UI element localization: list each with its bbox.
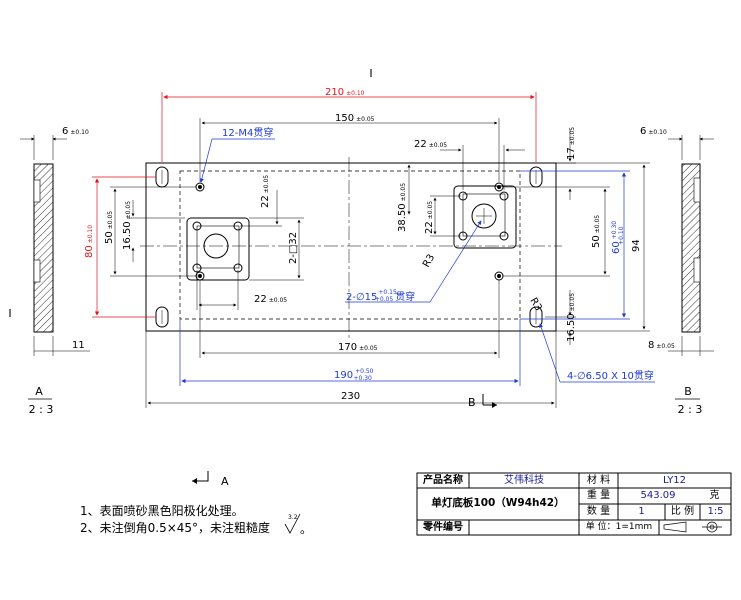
tb-part-no-label: 零件编号 — [423, 522, 463, 533]
dim-230: 230 — [341, 391, 360, 402]
slot-hole-bottom-left — [155, 306, 169, 328]
dim-1650-right-line — [545, 290, 576, 345]
svg-text:。: 。 — [300, 522, 312, 536]
dim-1650-right: 16.50±0.05 — [566, 293, 577, 342]
dim-1650-left: 16.50±0.05 — [122, 201, 133, 250]
roughness-symbol: 3.2 — [284, 513, 301, 534]
dim-6-left: 6±0.10 — [62, 126, 89, 137]
dim-2sq32-line — [249, 217, 304, 281]
tb-material-value: LY12 — [662, 475, 687, 486]
dim-22-vert-right: 22±0.05 — [424, 201, 435, 234]
title-block-frame — [416, 472, 732, 536]
tb-material-label: 材 料 — [586, 475, 611, 486]
slot-hole-top-right — [529, 166, 543, 188]
view-a-label: A — [35, 385, 43, 398]
view-b-label: B — [684, 385, 692, 398]
callout-phi65-leader — [539, 323, 655, 383]
right-pocket — [453, 185, 517, 249]
corner-holes — [195, 182, 504, 281]
dim-150-line — [199, 118, 500, 182]
dim-11: 11 — [72, 340, 85, 351]
callout-m4-leader — [199, 138, 275, 183]
tb-weight-unit: 克 — [709, 490, 720, 501]
dim-50-left-line — [110, 186, 196, 277]
tb-company: 艾伟科技 — [504, 475, 544, 486]
dim-22-top-line — [440, 145, 525, 190]
projection-symbol-icon — [663, 521, 722, 533]
tb-weight-value: 543.09 — [640, 490, 676, 501]
slot-hole-top-left — [155, 166, 169, 188]
view-b-scale: 2 : 3 — [678, 403, 703, 416]
dim-22-bottom-line — [196, 270, 239, 310]
left-center-mark: I — [8, 307, 11, 320]
dim-150: 150±0.05 — [335, 113, 375, 124]
dim-94-line — [556, 162, 650, 332]
dim-94: 94 — [631, 239, 642, 252]
left-pocket — [186, 217, 250, 281]
tb-qty-label: 数 量 — [586, 506, 611, 517]
dim-8: 8±0.05 — [648, 340, 675, 351]
tb-unit-label: 单 位：1=1mm — [585, 522, 653, 532]
dim-190-line — [179, 319, 521, 386]
section-view-b — [668, 135, 714, 356]
dim-50-left: 50±0.05 — [104, 211, 115, 244]
section-a-mark: A — [221, 475, 229, 488]
tb-scale-label: 比 例 — [670, 506, 695, 517]
tb-qty-value: 1 — [638, 506, 645, 517]
dim-170-line — [199, 280, 500, 358]
view-a-scale: 2 : 3 — [29, 403, 54, 416]
plate-outline — [145, 162, 557, 332]
dim-60-line — [520, 170, 630, 320]
tb-product-name-label: 产品名称 — [423, 475, 463, 486]
dim-60: 60+0.30+0.10 — [611, 221, 625, 254]
dim-210: 210±0.10 — [325, 87, 365, 98]
tb-scale-value: 1:5 — [707, 506, 724, 517]
dim-22-top: 22±0.05 — [414, 139, 447, 150]
roughness-value: 3.2 — [288, 514, 298, 521]
dim-17: 17±0.05 — [566, 127, 577, 160]
section-view-a — [20, 135, 90, 356]
section-b-mark: B — [468, 396, 476, 409]
dim-50-right: 50±0.05 — [591, 215, 602, 248]
slot-hole-bottom-right — [529, 306, 543, 328]
dim-210-line — [161, 92, 537, 162]
top-center-mark: I — [369, 67, 372, 80]
dim-22-vert-left-line — [240, 190, 282, 227]
note-2: 2、未注倒角0.5×45°，未注粗糙度 — [80, 521, 271, 535]
tb-weight-label: 重 量 — [586, 490, 611, 501]
tb-part-title: 单灯底板100（W94h42） — [431, 497, 565, 509]
dim-190: 190+0.50+0.30 — [334, 368, 374, 382]
dim-80-line — [92, 176, 156, 318]
section-a-arrow — [192, 471, 209, 482]
dim-50-right-line — [503, 186, 610, 277]
plate-recess-dashed — [179, 170, 521, 320]
dim-2sq32: 2-□32 — [288, 232, 299, 264]
dim-1650-left-line — [128, 200, 185, 262]
dim-22-vert-right-line — [430, 195, 461, 237]
callout-phi15-leader — [345, 220, 482, 303]
callout-m4: 12-M4贯穿 — [222, 126, 273, 139]
section-b-arrow — [482, 394, 497, 406]
dim-80: 80±0.10 — [84, 225, 95, 258]
dim-170: 170±0.05 — [338, 342, 378, 353]
callout-phi65: 4-∅6.50 X 10贯穿 — [567, 369, 654, 382]
dim-22-vert-left: 22±0.05 — [260, 175, 271, 208]
dim-6-right: 6±0.10 — [640, 126, 667, 137]
dim-3850-line — [404, 162, 450, 215]
dim-r3-a: R3 — [421, 252, 437, 269]
note-1: 1、表面喷砂黑色阳极化处理。 — [80, 504, 244, 518]
dim-3850: 38.50±0.05 — [397, 183, 408, 232]
dim-22-bottom: 22±0.05 — [254, 294, 287, 305]
